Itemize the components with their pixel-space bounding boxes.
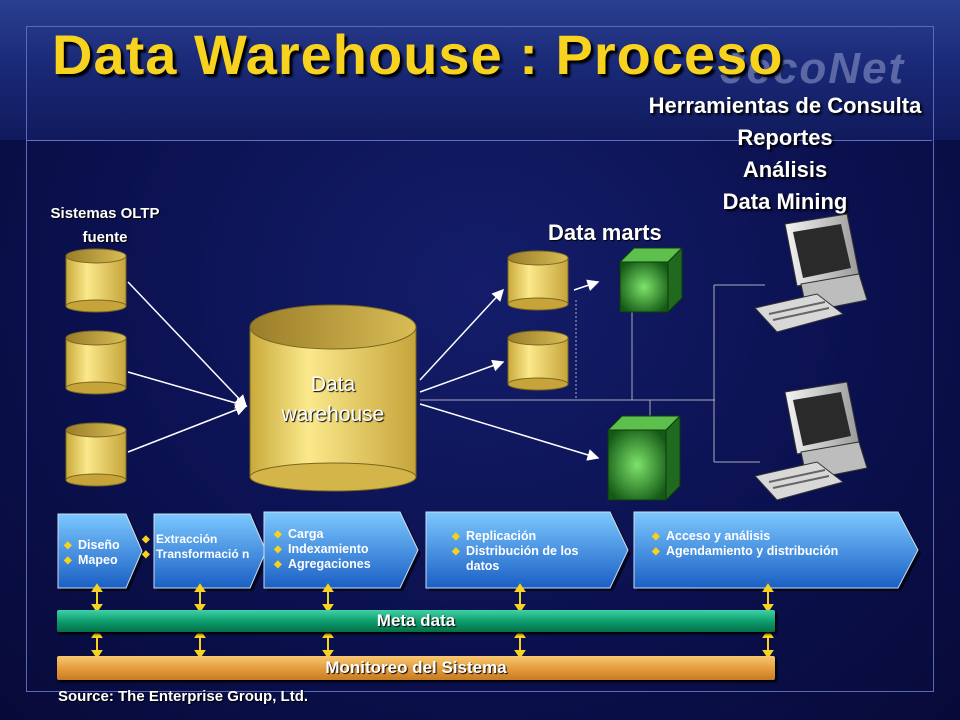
oltp-label-line2: fuente	[82, 229, 128, 246]
tool-data-mining: Data Mining	[722, 189, 848, 214]
data-mart-cylinder	[507, 250, 569, 311]
meta-data-bar: Meta data	[57, 610, 775, 632]
oltp-label: Sistemas OLTP fuente	[30, 202, 180, 250]
tool-consulta: Herramientas de Consulta	[648, 93, 922, 118]
tool-analisis: Análisis	[742, 157, 828, 182]
step-item: Acceso y análisis	[652, 529, 838, 544]
double-arrow-icon	[91, 583, 103, 613]
step-1-text: Diseño Mapeo	[64, 538, 120, 568]
warehouse-label: Data warehouse	[250, 370, 416, 430]
step-3-text: Carga Indexamiento Agregaciones	[274, 527, 371, 572]
double-arrow-icon	[322, 629, 334, 659]
step-5-text: Acceso y análisis Agendamiento y distrib…	[652, 529, 838, 559]
oltp-source-cylinder	[65, 422, 127, 487]
oltp-source-cylinder	[65, 330, 127, 395]
flow-arrow	[127, 404, 248, 453]
flow-arrow	[573, 279, 600, 292]
flow-arrow	[419, 288, 505, 381]
double-arrow-icon	[194, 629, 206, 659]
step-item: Transformació n	[142, 547, 264, 577]
step-item: Agendamiento y distribución	[652, 544, 838, 559]
data-marts-label: Data marts	[548, 220, 662, 245]
double-arrow-icon	[514, 583, 526, 613]
oltp-source-cylinder	[65, 248, 127, 313]
flow-arrow	[127, 371, 248, 409]
computer-icon	[754, 213, 868, 333]
step-item: Agregaciones	[274, 557, 371, 572]
computer-icon	[754, 381, 868, 501]
flow-arrow	[419, 403, 600, 461]
tool-reportes: Reportes	[737, 125, 833, 150]
source-caption: Source: The Enterprise Group, Ltd.	[58, 688, 309, 705]
step-item: Indexamiento	[274, 542, 371, 557]
flow-arrow	[127, 281, 248, 408]
step-item: Replicación	[452, 529, 602, 544]
double-arrow-icon	[762, 629, 774, 659]
step-item: Carga	[274, 527, 371, 542]
query-tools-list: Herramientas de Consulta Reportes Anális…	[620, 90, 950, 218]
header-divider	[26, 140, 932, 141]
double-arrow-icon	[762, 583, 774, 613]
monitor-bar: Monitoreo del Sistema	[57, 656, 775, 680]
warehouse-label-line2: warehouse	[281, 403, 385, 426]
step-item: Extracción	[142, 532, 268, 547]
step-item: Diseño	[64, 538, 120, 553]
warehouse-label-line1: Data	[310, 373, 356, 396]
slide-frame	[26, 26, 934, 692]
data-mart-cylinder	[507, 330, 569, 391]
slide-title: Data Warehouse : Proceso	[52, 23, 784, 86]
data-warehouse-cylinder	[249, 304, 417, 492]
logo-watermark: JecoNet	[720, 44, 906, 93]
step-item: Distribución de los datos	[452, 544, 602, 574]
flow-arrow	[419, 359, 505, 393]
step-item: Mapeo	[64, 553, 120, 568]
step-4-text: Replicación Distribución de los datos	[452, 529, 602, 574]
data-mart-cube	[618, 246, 684, 314]
double-arrow-icon	[322, 583, 334, 613]
double-arrow-icon	[194, 583, 206, 613]
oltp-label-line1: Sistemas OLTP	[50, 205, 160, 222]
double-arrow-icon	[91, 629, 103, 659]
double-arrow-icon	[514, 629, 526, 659]
step-2-text: Extracción Transformació n	[142, 532, 268, 577]
header-banner	[0, 0, 960, 140]
link-arrows	[91, 583, 774, 659]
data-mart-cube	[606, 414, 682, 502]
